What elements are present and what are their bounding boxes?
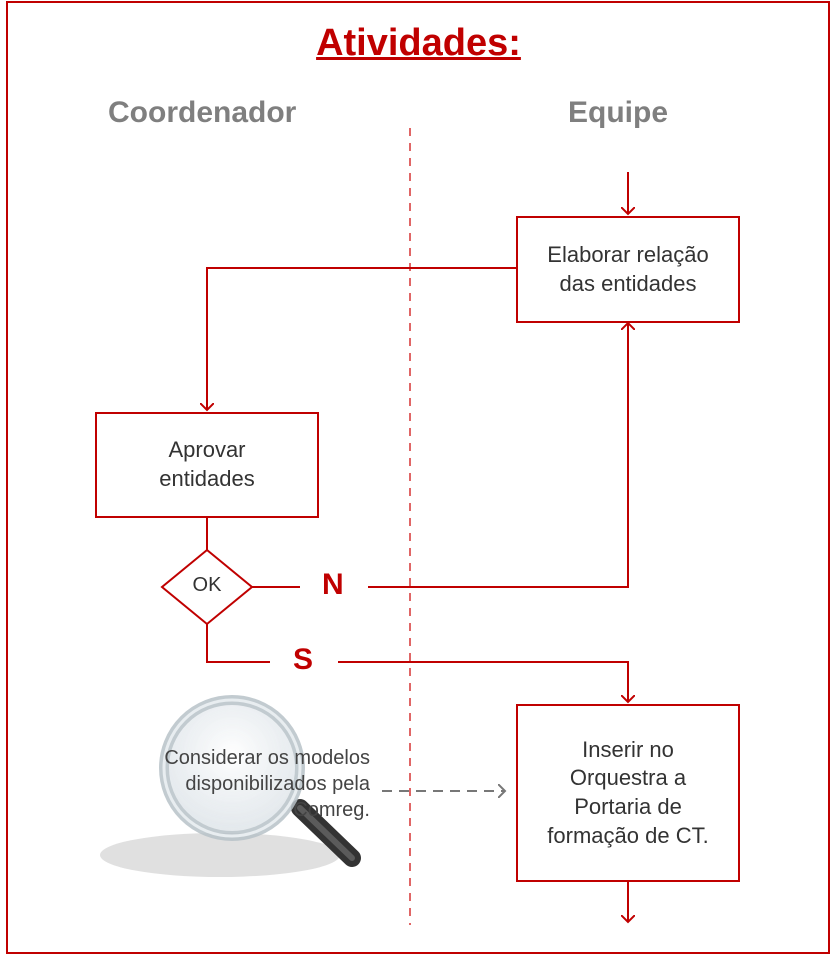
arrow-s-inserir <box>338 661 628 702</box>
magnifier-icon <box>100 695 361 877</box>
frame <box>6 1 830 954</box>
arrow-n-elaborar <box>368 323 628 588</box>
step-aprovar: Aprovar entidades <box>95 412 319 518</box>
step-inserir: Inserir no Orquestra a Portaria de forma… <box>516 704 740 882</box>
branch-no-label: N <box>322 568 344 601</box>
decision-label: OK <box>192 574 222 596</box>
line-s-left <box>206 624 270 663</box>
page-title: Atividades: <box>316 22 521 64</box>
note-text: Considerar os modelos disponibilizados p… <box>164 747 370 821</box>
step-elaborar: Elaborar relação das entidades <box>516 216 740 323</box>
lane-header-coordenador: Coordenador <box>108 96 297 129</box>
arrow-elaborar-aprovar <box>207 267 516 410</box>
branch-yes-label: S <box>293 643 314 676</box>
lane-header-equipe: Equipe <box>568 96 669 129</box>
